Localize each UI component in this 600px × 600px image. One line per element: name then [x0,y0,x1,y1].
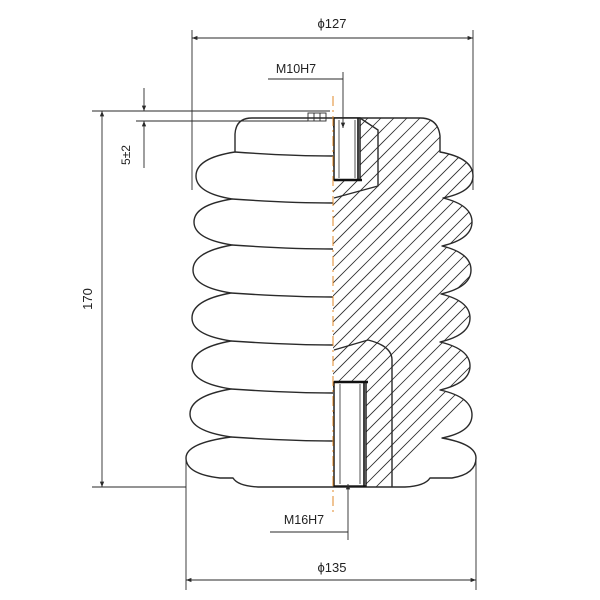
hatch-line [333,118,460,487]
dim-recess-depth: 5±2 [119,88,308,168]
hatch-line [333,118,356,487]
hatch-line [333,118,476,487]
hatch-line [0,118,212,487]
hatch-line [336,118,476,487]
hatch-line [333,118,343,487]
hatch-line [333,118,476,487]
dim-top-thread: M10H7 [268,62,346,128]
hatch-line [0,118,264,487]
hatch-line [333,118,476,487]
hatch-line [333,118,476,487]
hatch-line [349,118,476,487]
hatch-line [0,118,277,487]
top-diameter-label: ϕ127 [318,16,347,31]
hatch-line [0,118,303,487]
dim-bottom-diameter: ϕ135 [185,460,477,590]
shed-lines-left [230,151,334,442]
dim-bottom-thread: M16H7 [270,484,351,540]
insulator-left-profile [185,117,333,488]
bottom-diameter-label: ϕ135 [318,560,347,575]
top-thread-label: M10H7 [276,62,316,76]
hatch-line [0,118,199,487]
hatch-line [0,118,329,487]
top-recess [307,112,327,122]
hatch-line [0,118,251,487]
hatch-line [362,118,476,487]
hatch-line [333,118,473,487]
hatch-line [333,118,476,487]
hatch-line [333,118,476,487]
hatch-line [333,118,369,487]
hatch-line [333,118,476,487]
hatch-line [333,118,476,487]
hatch-line [333,118,476,487]
bottom-thread-insert [333,339,393,487]
hatch-line [0,118,316,487]
hatch-line [333,118,434,487]
hatch-line [333,118,447,487]
height-label: 170 [80,288,95,310]
hatch-line [333,118,476,487]
dim-top-diameter: ϕ127 [191,16,474,190]
bottom-thread-label: M16H7 [284,513,324,527]
recess-depth-label: 5±2 [119,145,133,165]
hatch-line [333,118,476,487]
dim-height: 170 [80,110,330,488]
hatch-line [0,118,225,487]
hatch-line [0,118,290,487]
hatch-line [333,118,476,487]
hatch-line [375,118,476,487]
hatch-line [333,118,476,487]
top-thread-insert [333,117,379,199]
hatch-line [333,118,476,487]
